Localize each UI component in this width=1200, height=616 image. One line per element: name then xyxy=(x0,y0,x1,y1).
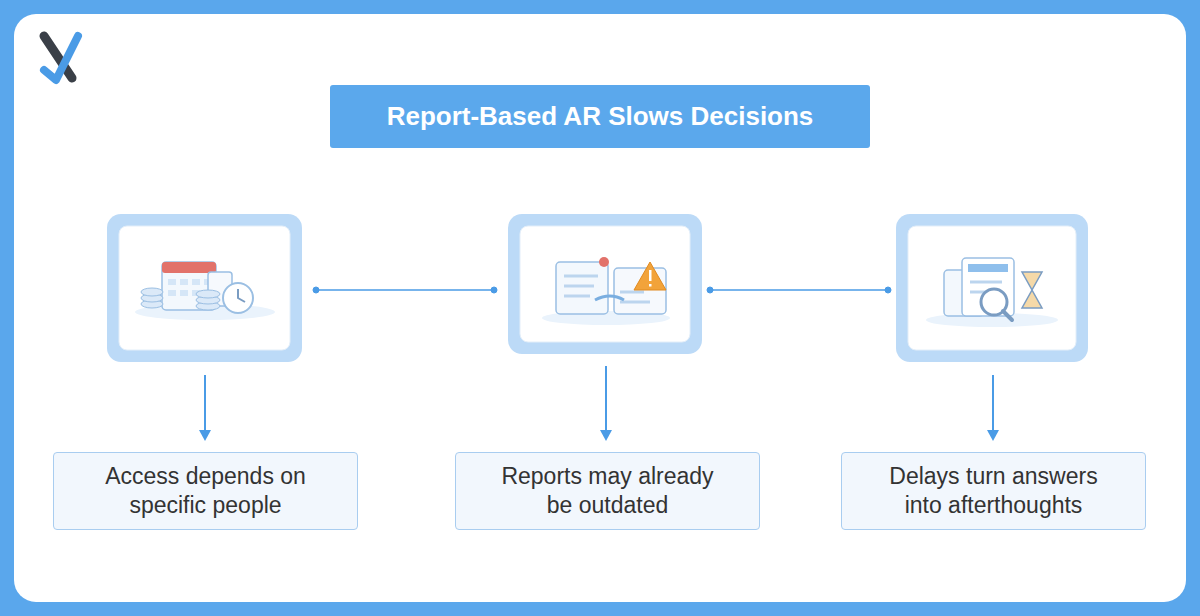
image-frame xyxy=(508,214,702,354)
process-box: Reports may already be outdated xyxy=(455,452,760,530)
down-arrow xyxy=(199,375,211,441)
down-arrow xyxy=(987,375,999,441)
process-box: Delays turn answers into afterthoughts xyxy=(841,452,1146,530)
image-frame xyxy=(896,214,1088,362)
frame-connector xyxy=(313,287,497,293)
title-text: Report-Based AR Slows Decisions xyxy=(387,101,814,132)
box-text: Reports may already be outdated xyxy=(486,462,729,520)
process-box: Access depends on specific people xyxy=(53,452,358,530)
frame-connector xyxy=(707,287,891,293)
logo-mark xyxy=(44,36,78,80)
delay-search-icon xyxy=(926,258,1058,327)
image-frame xyxy=(107,214,302,362)
calendar-coins-icon xyxy=(135,262,275,320)
box-text: Access depends on specific people xyxy=(84,462,327,520)
outdated-report-icon xyxy=(542,257,670,325)
down-arrow xyxy=(600,366,612,441)
title-banner: Report-Based AR Slows Decisions xyxy=(330,85,870,148)
box-text: Delays turn answers into afterthoughts xyxy=(872,462,1115,520)
